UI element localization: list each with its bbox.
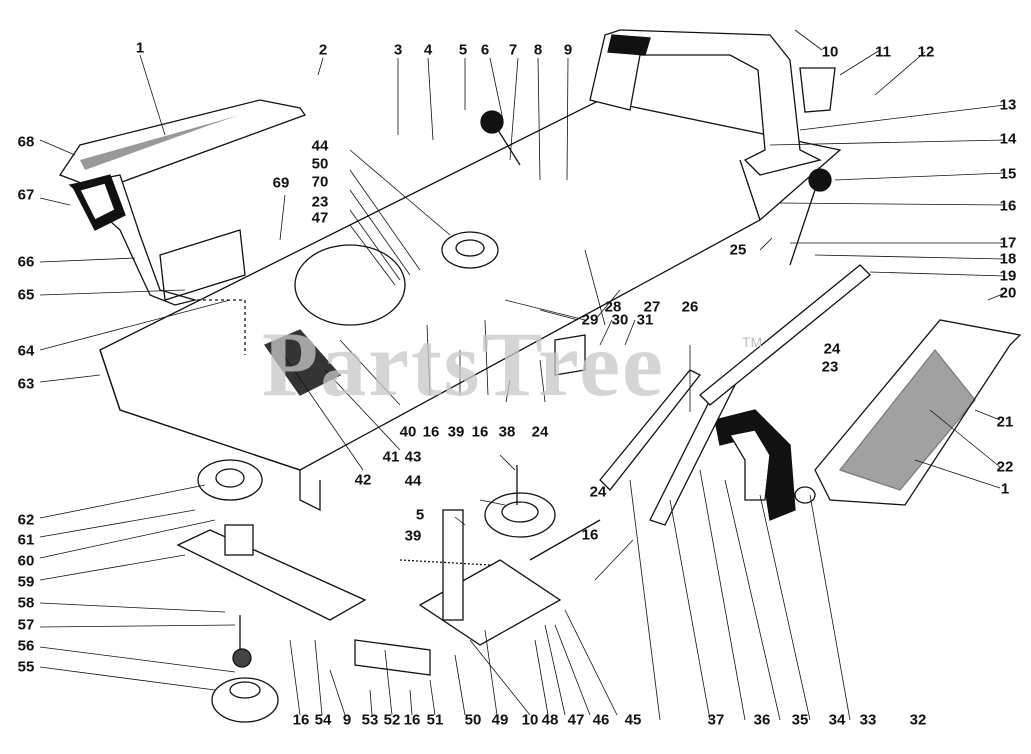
callout-3[interactable]: 3 bbox=[393, 41, 403, 59]
watermark-tm: TM bbox=[742, 334, 763, 350]
idler-plate bbox=[176, 524, 367, 621]
callout-16-a[interactable]: 16 bbox=[422, 423, 440, 441]
idler-assembly bbox=[354, 509, 601, 676]
callout-10[interactable]: 10 bbox=[821, 43, 839, 61]
callout-8[interactable]: 8 bbox=[533, 41, 543, 59]
callout-30[interactable]: 30 bbox=[611, 311, 629, 329]
callout-1-right[interactable]: 1 bbox=[1000, 480, 1010, 498]
callout-70[interactable]: 70 bbox=[311, 173, 329, 191]
callout-66[interactable]: 66 bbox=[17, 253, 35, 271]
callout-6[interactable]: 6 bbox=[480, 41, 490, 59]
callout-4[interactable]: 4 bbox=[423, 41, 433, 59]
callout-13[interactable]: 13 bbox=[999, 96, 1017, 114]
callout-67[interactable]: 67 bbox=[17, 186, 35, 204]
callout-14[interactable]: 14 bbox=[999, 130, 1017, 148]
callout-1[interactable]: 1 bbox=[135, 39, 145, 57]
callout-62[interactable]: 62 bbox=[17, 511, 35, 529]
leader-lines bbox=[39, 29, 1006, 721]
callout-16-b[interactable]: 16 bbox=[471, 423, 489, 441]
callout-16-e[interactable]: 16 bbox=[581, 526, 599, 544]
callout-50-upper[interactable]: 50 bbox=[311, 155, 329, 173]
callout-60[interactable]: 60 bbox=[17, 552, 35, 570]
callout-47-lower[interactable]: 47 bbox=[567, 711, 585, 729]
callout-25[interactable]: 25 bbox=[729, 241, 747, 259]
callout-17[interactable]: 17 bbox=[999, 234, 1017, 252]
callout-11[interactable]: 11 bbox=[875, 43, 891, 61]
callout-68[interactable]: 68 bbox=[17, 133, 35, 151]
callout-20[interactable]: 20 bbox=[999, 284, 1017, 302]
callout-35[interactable]: 35 bbox=[791, 711, 809, 729]
callout-19[interactable]: 19 bbox=[999, 267, 1017, 285]
callout-24-mid[interactable]: 24 bbox=[531, 423, 549, 441]
callout-40[interactable]: 40 bbox=[399, 423, 417, 441]
callout-12[interactable]: 12 bbox=[917, 43, 935, 61]
callout-44-lower[interactable]: 44 bbox=[404, 472, 422, 490]
pulleys bbox=[197, 231, 556, 723]
callout-44-upper[interactable]: 44 bbox=[311, 137, 329, 155]
callout-24-lower[interactable]: 24 bbox=[589, 483, 607, 501]
callout-43[interactable]: 43 bbox=[404, 448, 422, 466]
callout-16-c[interactable]: 16 bbox=[292, 711, 310, 729]
callout-37[interactable]: 37 bbox=[707, 711, 725, 729]
callout-23-upper[interactable]: 23 bbox=[311, 193, 329, 211]
callout-34[interactable]: 34 bbox=[828, 711, 846, 729]
right-pedal bbox=[814, 319, 1022, 506]
callout-63[interactable]: 63 bbox=[17, 375, 35, 393]
callout-64[interactable]: 64 bbox=[17, 342, 35, 360]
callout-16[interactable]: 16 bbox=[999, 197, 1017, 215]
callout-52[interactable]: 52 bbox=[383, 711, 401, 729]
brake-bracket bbox=[197, 299, 586, 396]
callout-39[interactable]: 39 bbox=[447, 423, 465, 441]
callout-16-d[interactable]: 16 bbox=[403, 711, 421, 729]
callout-61[interactable]: 61 bbox=[17, 531, 35, 549]
callout-36[interactable]: 36 bbox=[753, 711, 771, 729]
callout-26[interactable]: 26 bbox=[681, 298, 699, 316]
callout-9[interactable]: 9 bbox=[563, 41, 573, 59]
callout-39-lower[interactable]: 39 bbox=[404, 527, 422, 545]
callout-27[interactable]: 27 bbox=[643, 298, 661, 316]
callout-48[interactable]: 48 bbox=[541, 711, 559, 729]
callout-10-lower[interactable]: 10 bbox=[521, 711, 539, 729]
callout-15[interactable]: 15 bbox=[999, 165, 1017, 183]
callout-45[interactable]: 45 bbox=[624, 711, 642, 729]
callout-51[interactable]: 51 bbox=[426, 711, 444, 729]
callout-28[interactable]: 28 bbox=[604, 298, 622, 316]
arch-bracket bbox=[589, 29, 836, 176]
callout-31[interactable]: 31 bbox=[636, 311, 654, 329]
callout-9-lower[interactable]: 9 bbox=[342, 711, 352, 729]
watermark: PartsTree bbox=[262, 313, 665, 415]
callout-65[interactable]: 65 bbox=[17, 286, 35, 304]
callout-47-upper[interactable]: 47 bbox=[311, 209, 329, 227]
callout-32[interactable]: 32 bbox=[909, 711, 927, 729]
callout-54[interactable]: 54 bbox=[314, 711, 332, 729]
right-handle bbox=[714, 409, 816, 521]
callout-53[interactable]: 53 bbox=[361, 711, 379, 729]
callout-59[interactable]: 59 bbox=[17, 573, 35, 591]
callout-41[interactable]: 41 bbox=[382, 448, 400, 466]
callout-7[interactable]: 7 bbox=[508, 41, 518, 59]
callout-58[interactable]: 58 bbox=[17, 594, 35, 612]
callout-5-lower[interactable]: 5 bbox=[415, 506, 425, 524]
callout-18[interactable]: 18 bbox=[999, 250, 1017, 268]
callout-49[interactable]: 49 bbox=[491, 711, 509, 729]
callout-33[interactable]: 33 bbox=[859, 711, 877, 729]
callout-69[interactable]: 69 bbox=[272, 174, 290, 192]
callout-29[interactable]: 29 bbox=[581, 311, 599, 329]
callout-21[interactable]: 21 bbox=[996, 413, 1014, 431]
callout-22[interactable]: 22 bbox=[996, 458, 1014, 476]
callout-57[interactable]: 57 bbox=[17, 616, 35, 634]
callout-38[interactable]: 38 bbox=[498, 423, 516, 441]
lever-arms bbox=[480, 110, 871, 526]
callout-5[interactable]: 5 bbox=[458, 41, 468, 59]
callout-42[interactable]: 42 bbox=[354, 471, 372, 489]
callout-50-lower[interactable]: 50 bbox=[464, 711, 482, 729]
callout-24[interactable]: 24 bbox=[823, 340, 841, 358]
callout-23[interactable]: 23 bbox=[821, 358, 839, 376]
callout-55[interactable]: 55 bbox=[17, 658, 35, 676]
callout-46[interactable]: 46 bbox=[592, 711, 610, 729]
callout-2[interactable]: 2 bbox=[318, 41, 328, 59]
callout-56[interactable]: 56 bbox=[17, 637, 35, 655]
